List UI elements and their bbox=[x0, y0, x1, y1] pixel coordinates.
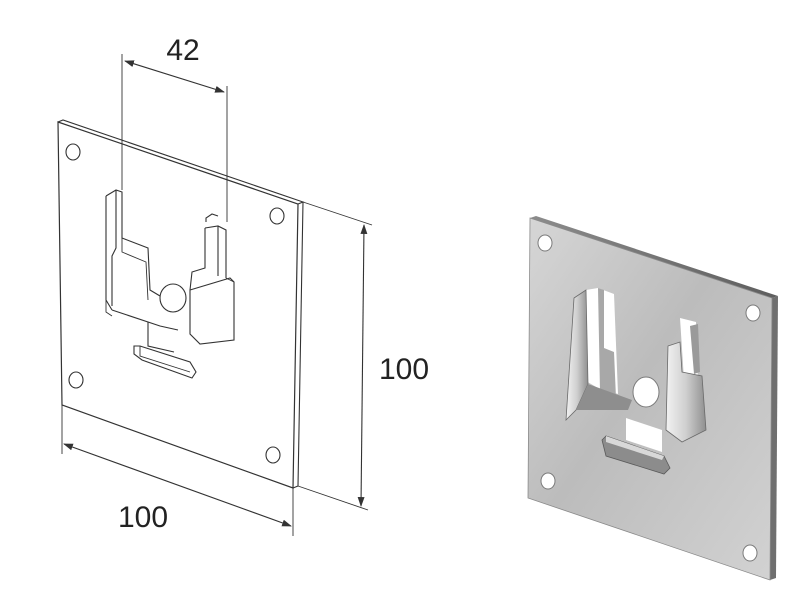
dimension-label-bottom: 100 bbox=[118, 501, 168, 534]
screw-hole-top-left bbox=[65, 143, 81, 161]
screw-hole-render-bottom-left bbox=[540, 472, 556, 490]
lower-slot bbox=[133, 322, 197, 379]
screw-hole-bottom-left bbox=[68, 371, 84, 389]
screw-hole-render-bottom-right bbox=[742, 544, 758, 562]
screw-hole-bottom-right bbox=[265, 446, 281, 464]
screw-hole-top-right bbox=[269, 207, 285, 225]
center-hole bbox=[159, 283, 187, 313]
rendered-plate bbox=[527, 216, 778, 581]
dimension-100-horizontal: 100 bbox=[61, 405, 294, 536]
dimension-100-vertical: 100 bbox=[297, 201, 429, 511]
dimension-label-top: 42 bbox=[166, 34, 199, 67]
right-clip-tab bbox=[189, 213, 235, 345]
screw-hole-render-top-right bbox=[745, 304, 761, 322]
left-clip-tab bbox=[105, 189, 179, 331]
plate-edge-render bbox=[530, 216, 778, 298]
dimension-42: 42 bbox=[121, 34, 228, 222]
dimension-label-right: 100 bbox=[379, 353, 429, 386]
screw-hole-render-top-left bbox=[537, 234, 553, 252]
right-clip-tab-render bbox=[665, 341, 707, 443]
center-hole-render bbox=[632, 376, 660, 408]
technical-drawing: 42 100 100 bbox=[57, 34, 429, 536]
